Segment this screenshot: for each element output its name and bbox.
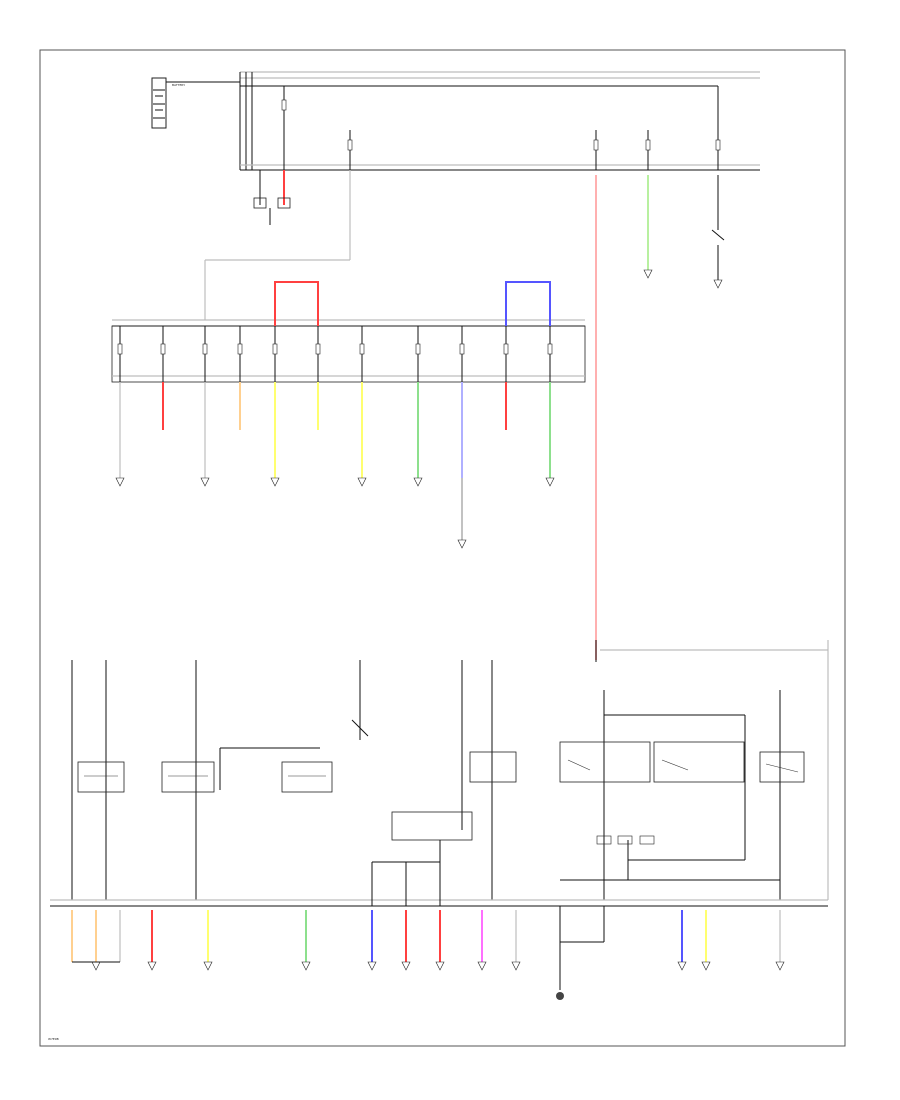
fuse-top-4 <box>645 130 651 170</box>
ground-symbol <box>556 992 564 1000</box>
mid-terminators <box>115 477 555 487</box>
battery-label: BATTERY <box>172 83 185 87</box>
fuse-top-3 <box>593 130 599 170</box>
fuse-top-5 <box>715 130 721 170</box>
diagram-frame <box>39 49 846 1047</box>
battery-symbol <box>151 77 167 129</box>
mid-fuse-row <box>117 326 553 382</box>
relay-2 <box>161 761 215 793</box>
fuse-top-1 <box>281 86 287 170</box>
relay-5 <box>559 741 651 783</box>
bottom-terminators <box>91 961 785 971</box>
relay-3 <box>281 761 333 793</box>
relay-1 <box>77 761 125 793</box>
footer-code: W7E9B <box>48 1037 59 1041</box>
relay-7 <box>759 751 805 783</box>
relay-6 <box>653 741 745 783</box>
fuse-top-2 <box>347 130 353 170</box>
relay-4 <box>469 751 517 783</box>
control-box-1 <box>391 811 473 841</box>
